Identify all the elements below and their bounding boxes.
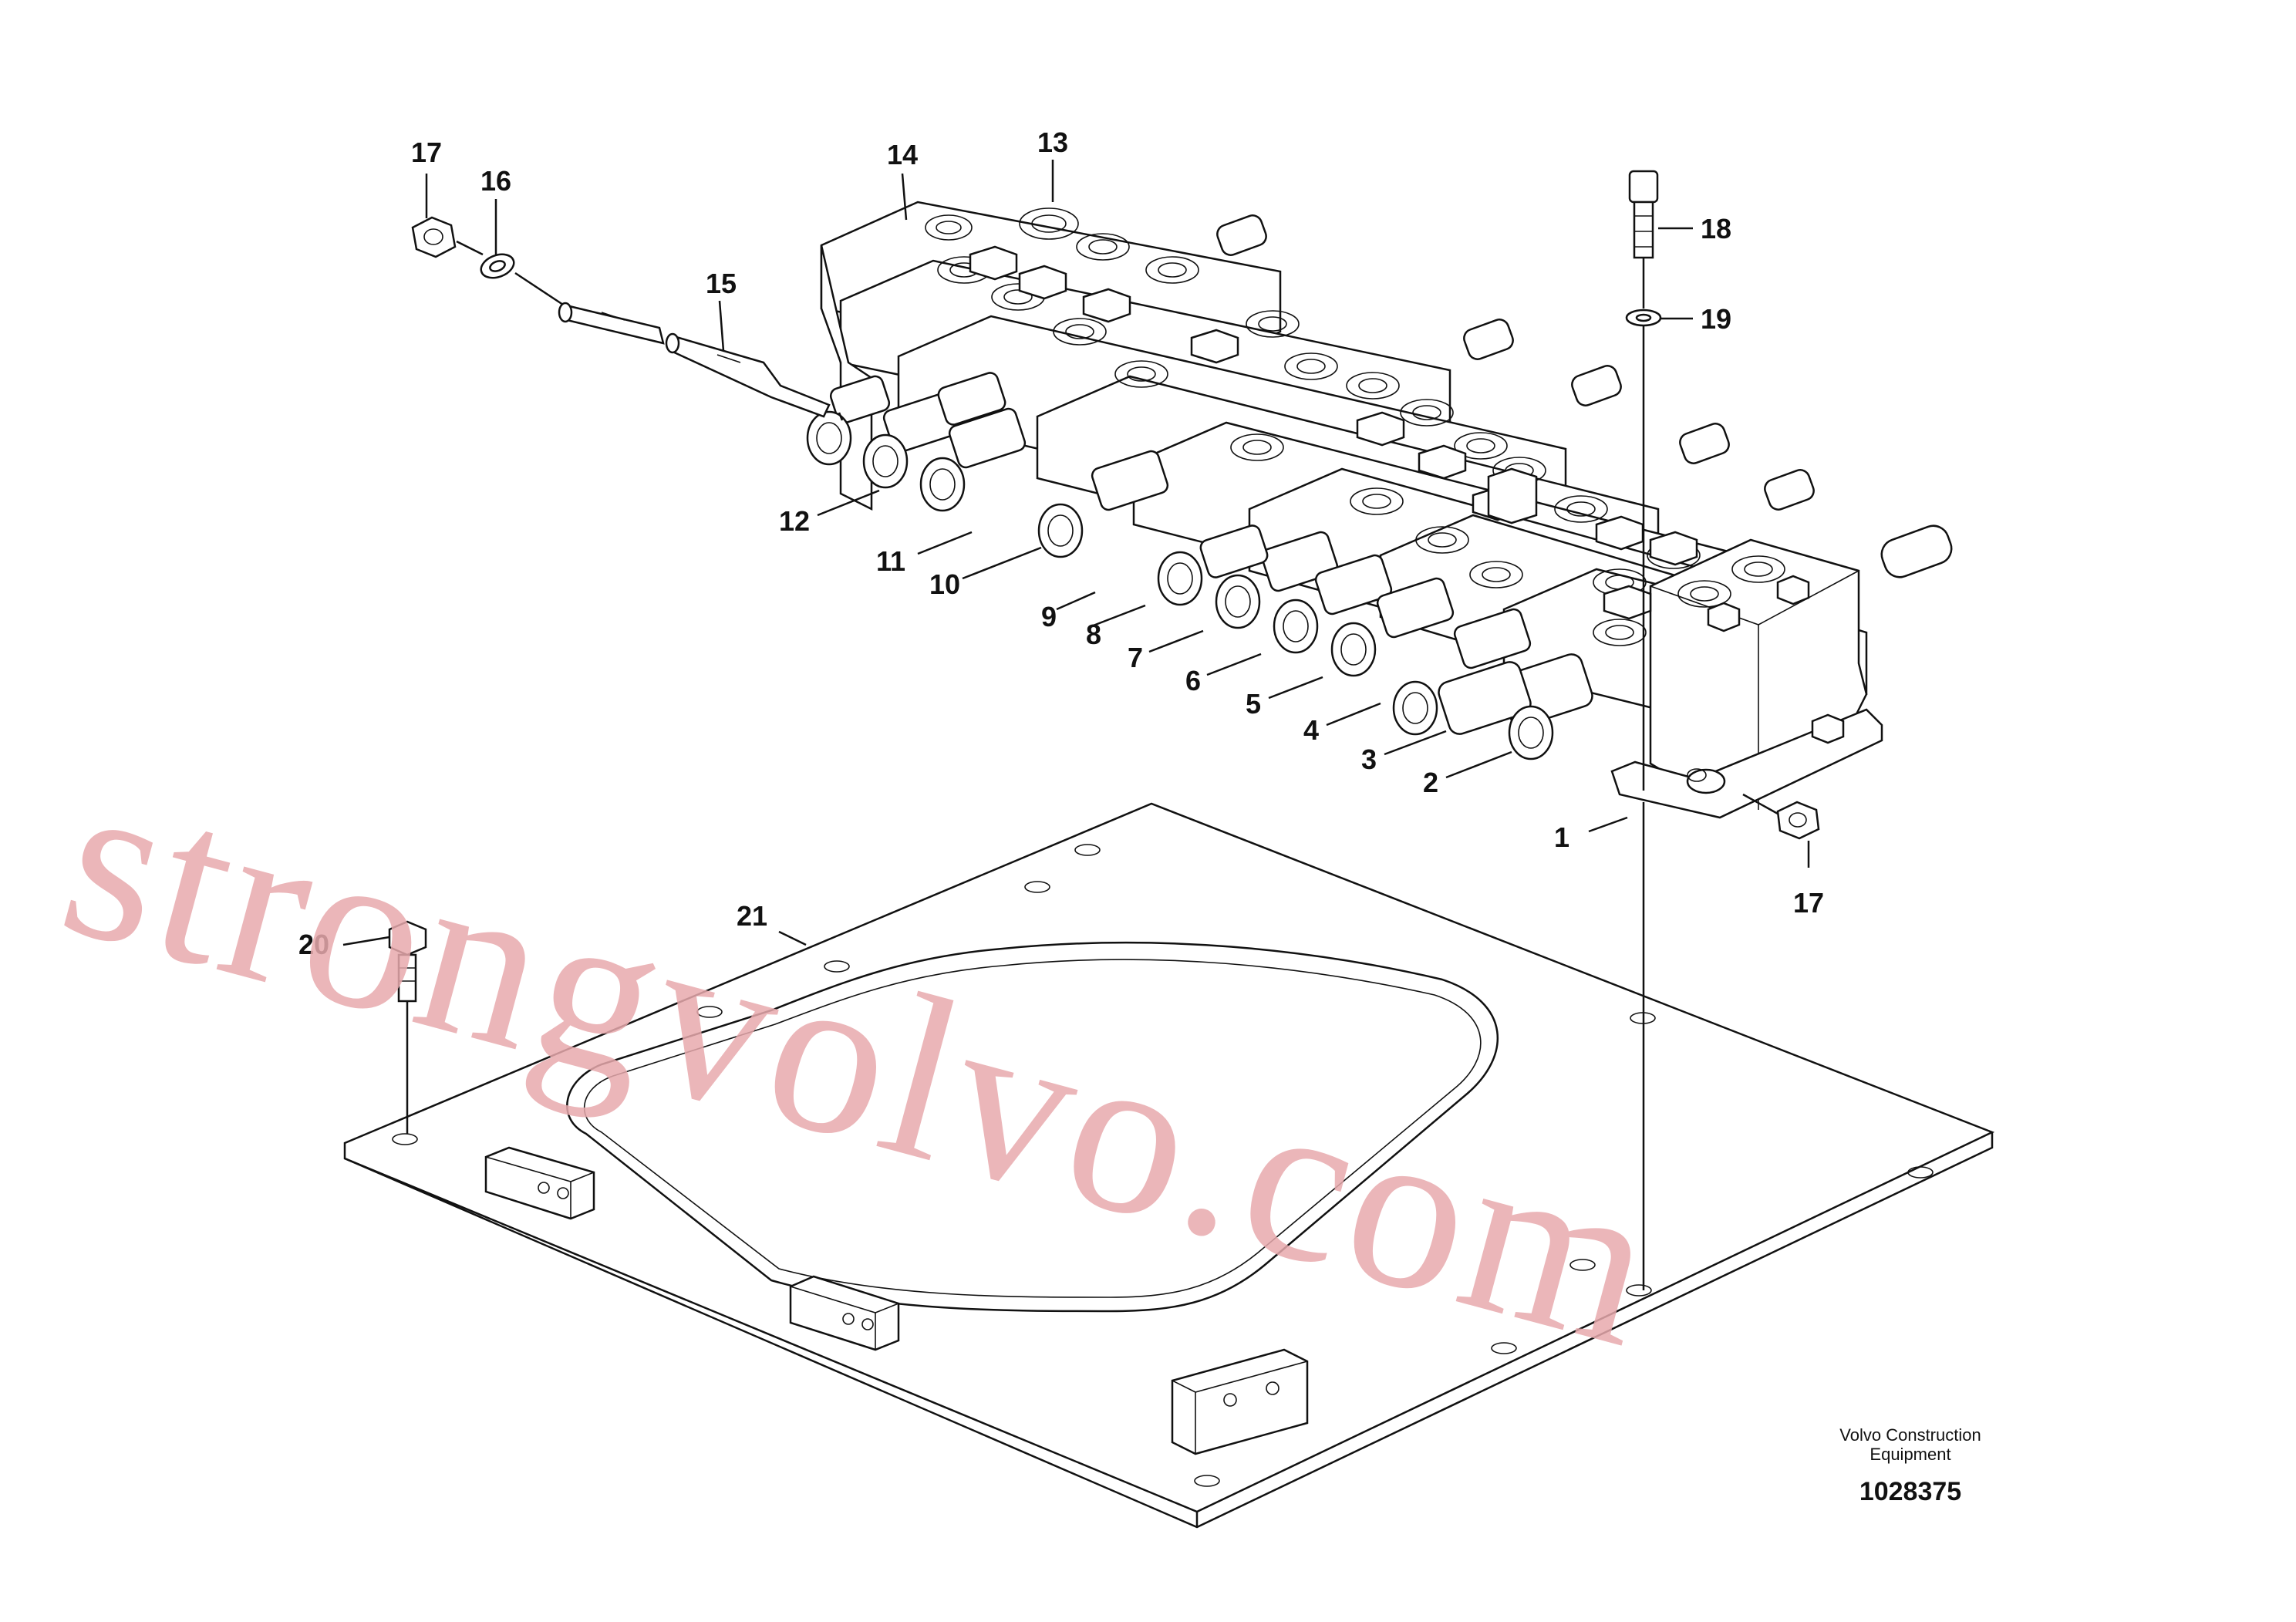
callout-10: 10	[929, 568, 960, 600]
washer-16	[480, 253, 515, 279]
nut-17-top	[411, 216, 457, 258]
callout-12: 12	[779, 505, 810, 537]
callout-21: 21	[737, 900, 767, 932]
leader-lines	[342, 160, 1810, 946]
callout-7: 7	[1128, 642, 1143, 673]
caption-part-number: 1028375	[1859, 1477, 1961, 1506]
plate-block-left	[484, 1146, 595, 1220]
caption-company-line1: Volvo Construction	[1839, 1425, 1981, 1445]
mounting-plate	[343, 802, 1995, 1529]
tie-rod	[558, 302, 831, 418]
hex-plugs	[969, 245, 1698, 620]
end-cover-bolts	[1686, 575, 1845, 794]
callout-18: 18	[1701, 213, 1731, 244]
valve-ports	[925, 207, 1785, 646]
callout-9: 9	[1041, 601, 1057, 632]
callout-8: 8	[1086, 619, 1101, 650]
callout-13: 13	[1037, 126, 1068, 158]
callout-11: 11	[876, 545, 905, 577]
callout-1: 1	[1554, 821, 1569, 853]
assembly-lines	[406, 240, 1778, 1290]
callout-16: 16	[480, 165, 511, 197]
control-valve-assembly	[806, 201, 1953, 819]
washer-19	[1625, 309, 1662, 327]
callout-17-right: 17	[1793, 887, 1824, 919]
nut-17-right	[1776, 801, 1820, 840]
plate-block-middle	[789, 1275, 900, 1351]
callout-3: 3	[1361, 744, 1377, 775]
callout-20: 20	[298, 929, 329, 960]
callout-6: 6	[1185, 665, 1201, 696]
bolt-20	[388, 920, 427, 1003]
callout-4: 4	[1303, 714, 1319, 746]
callout-14: 14	[887, 139, 918, 170]
callout-2: 2	[1423, 767, 1438, 798]
callout-17-top: 17	[411, 137, 442, 168]
diagram-caption: Volvo Construction Equipment 1028375	[1839, 1425, 1981, 1506]
spool-end-caps	[806, 410, 1554, 760]
plate-block-front	[1171, 1348, 1309, 1455]
callout-labels: 1 2 3 4 5 6 7 8 9 10 11 12 13 14 15 16 1…	[298, 126, 1824, 960]
callout-15: 15	[706, 268, 737, 299]
caption-company-line2: Equipment	[1870, 1445, 1950, 1464]
screw-18	[1628, 170, 1659, 259]
callout-19: 19	[1701, 303, 1731, 335]
spool-housings	[829, 214, 1953, 735]
valve-section-group	[820, 201, 1883, 819]
callout-5: 5	[1246, 688, 1261, 720]
